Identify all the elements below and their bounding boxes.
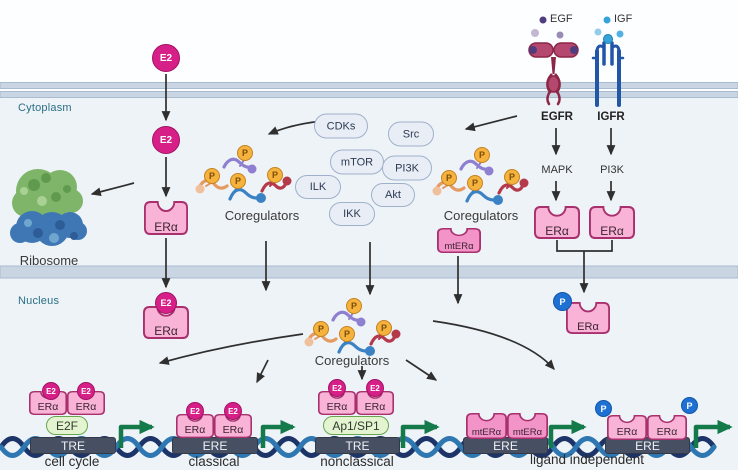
ere-element-phospho: ERE [605, 437, 690, 454]
pathway-label-classical: classical [188, 454, 240, 469]
igfr-label: IGFR [597, 111, 625, 123]
igfr-receptor-icon [591, 34, 625, 107]
nucleus-label: Nucleus [18, 295, 60, 307]
tre-element-cellcycle: TRE [30, 437, 116, 454]
egfr-label: EGFR [541, 111, 573, 123]
kinase-bubble-pi3k: PI3K [382, 155, 432, 181]
kinase-bubble-ikk: IKK [329, 202, 375, 226]
pi3k-cascade-label: PI3K [600, 164, 624, 176]
mt-era-label: mtERα [444, 240, 474, 252]
e2-ligand-cytoplasm: E2 [152, 126, 180, 154]
era-receptor-cellcycle-2: ERα [66, 390, 105, 416]
phosphate-icon: P [441, 170, 457, 186]
coregulators-label-left: Coregulators [224, 208, 300, 223]
ribosome-icon [10, 169, 87, 246]
e2-ligand-bound: E2 [77, 382, 95, 400]
phosphate-icon: P [474, 147, 490, 163]
era-label: ERα [616, 426, 638, 439]
egf-label: EGF [550, 13, 573, 25]
pathway-arrows [90, 74, 616, 384]
kinase-bubble-ilk: ILK [295, 175, 341, 199]
mt-era-receptor-ere-2: mtERα [506, 412, 548, 440]
mapk-label: MAPK [541, 164, 573, 176]
era-label: ERα [600, 223, 624, 238]
phosphate-blue-icon: P [595, 400, 612, 417]
era-label: ERα [577, 320, 599, 333]
cell-membrane [0, 82, 738, 98]
cytoplasm-region [0, 97, 738, 266]
era-receptor-classical-1: ERα [176, 413, 214, 439]
phosphate-icon: P [376, 320, 392, 336]
kinase-bubble-cdks: CDKs [314, 113, 368, 139]
phosphate-icon: P [230, 173, 246, 189]
ere-element-classical: ERE [172, 437, 258, 454]
e2f-factor: E2F [46, 416, 88, 435]
mt-era-receptor-cytoplasm: mtERα [436, 227, 482, 254]
phosphate-icon: P [467, 175, 483, 191]
era-label: ERα [154, 323, 178, 338]
era-label: ERα [364, 401, 386, 414]
ap1-sp1-factor: Ap1/SP1 [323, 416, 389, 435]
kinase-bubble-mtor: mTOR [330, 149, 384, 175]
ere-element-mt: ERE [463, 437, 548, 454]
phosphate-icon: P [204, 168, 220, 184]
egf-ligand-dots [531, 16, 564, 39]
coregulators-label-nucleus: Coregulators [314, 353, 390, 368]
era-label: ERα [326, 401, 348, 414]
phosphate-blue-icon: P [553, 292, 572, 311]
coregulators-label-right: Coregulators [443, 208, 519, 223]
phosphate-icon: P [346, 298, 362, 314]
mt-era-label: mtERα [471, 426, 502, 438]
phosphate-icon: P [313, 321, 329, 337]
pathway-label-nonclassical: nonclassical [320, 454, 394, 469]
e2-era-complex-nucleus: ERα [142, 305, 190, 340]
tre-element-nonclassical: TRE [315, 437, 400, 454]
kinase-bubble-src: Src [388, 121, 434, 147]
era-receptor-classical-2: ERα [214, 413, 252, 439]
era-receptor-cellcycle-1: ERα [28, 390, 67, 416]
phospho-era-receptor-ere-2: ERα [646, 414, 688, 441]
era-label: ERα [37, 401, 59, 414]
era-receptor-nonclassical-1: ERα [317, 390, 357, 416]
phospho-era-receptor-ere-1: ERα [606, 414, 648, 441]
e2-ligand-bound: E2 [328, 379, 346, 397]
era-label: ERα [154, 219, 178, 234]
ribosome-label: Ribosome [19, 253, 79, 268]
pathway-label-ligand-independent: ligand independent [529, 452, 645, 467]
nuclear-membrane [0, 265, 738, 279]
era-label: ERα [545, 223, 569, 238]
igf-label: IGF [614, 13, 633, 25]
e2-ligand-extracellular: E2 [152, 44, 180, 72]
transcription-arrows [118, 419, 733, 448]
e2-ligand-nucleus: E2 [155, 292, 177, 314]
phosphate-icon: P [237, 145, 253, 161]
phosphate-icon: P [267, 167, 283, 183]
era-receptor-pi3k: ERα [588, 205, 636, 240]
e2-ligand-bound: E2 [366, 379, 384, 397]
era-label: ERα [75, 401, 97, 414]
phospho-era-nucleus: ERα [565, 301, 611, 335]
egfr-receptor-icon [528, 42, 579, 106]
igf-ligand-dots [594, 16, 624, 38]
era-receptor-mapk: ERα [533, 205, 581, 240]
phosphate-icon: P [339, 326, 355, 342]
e2-ligand-bound: E2 [224, 402, 242, 420]
kinase-bubble-akt: Akt [371, 183, 415, 207]
mt-era-label: mtERα [512, 426, 543, 438]
era-label: ERα [184, 424, 206, 437]
mt-era-receptor-ere-1: mtERα [465, 412, 508, 440]
era-receptor-nonclassical-2: ERα [355, 390, 395, 416]
phosphate-icon: P [504, 169, 520, 185]
era-receptor-cytoplasm: ERα [143, 201, 189, 235]
era-label: ERα [656, 426, 678, 439]
e2-ligand-bound: E2 [42, 382, 60, 400]
era-label: ERα [222, 424, 244, 437]
cytoplasm-label: Cytoplasm [18, 102, 72, 114]
e2-ligand-bound: E2 [186, 402, 204, 420]
phosphate-blue-icon: P [681, 397, 698, 414]
pathway-label-cellcycle: cell cycle [44, 454, 100, 469]
